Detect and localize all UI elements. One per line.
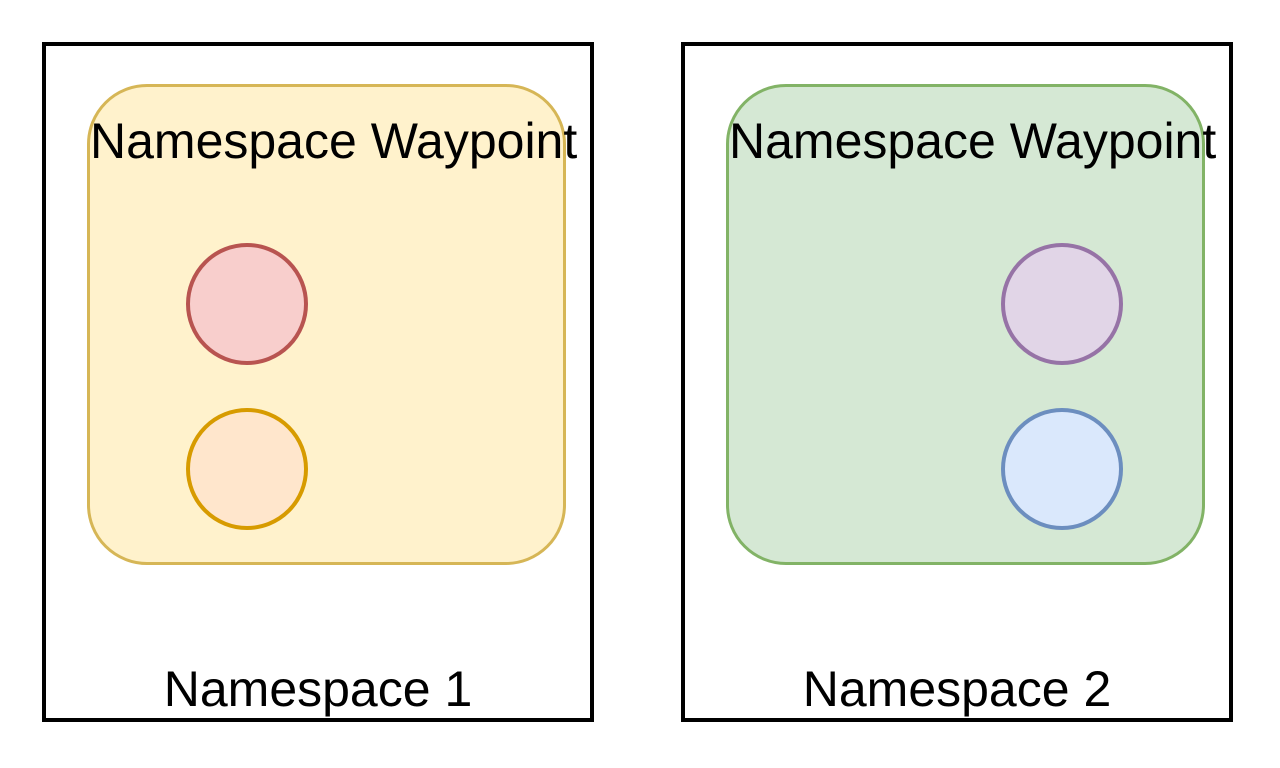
namespace-waypoint-2: Namespace Waypoint [726,84,1217,565]
namespace-2-container: Namespace Waypoint Namespace 2 [681,42,1233,722]
namespace-waypoint-1-title: Namespace Waypoint [90,113,578,169]
namespace-1-container: Namespace Waypoint Namespace 1 [42,42,594,722]
namespace-2-label: Namespace 2 [802,661,1112,717]
namespace-waypoint-1: Namespace Waypoint [87,84,578,565]
blue-circle [1001,408,1123,530]
namespace-waypoint-2-title: Namespace Waypoint [729,113,1217,169]
orange-circle [186,408,308,530]
red-circle [186,243,308,365]
namespace-1-label: Namespace 1 [163,661,473,717]
purple-circle [1001,243,1123,365]
